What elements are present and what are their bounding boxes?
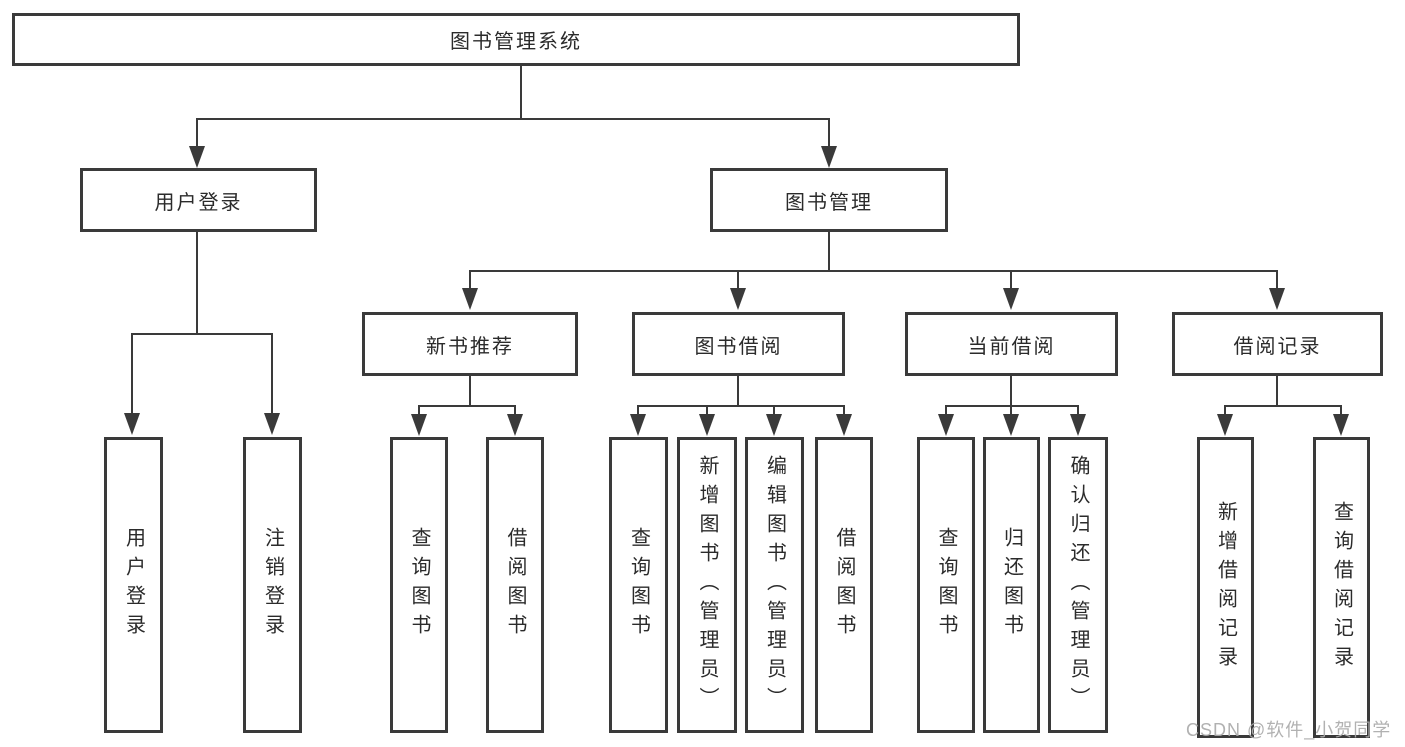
connector-line [1010,405,1012,416]
arrow-down [1217,414,1233,436]
connector-line [1224,405,1342,407]
arrow-down [730,288,746,310]
node-new-book-recommend-label: 新书推荐 [426,335,514,358]
leaf-query-books-current: 查询图书 [917,437,975,733]
connector-line [637,405,845,407]
arrow-down [1333,414,1349,436]
leaf-edit-books-admin: 编辑图书（管理员） [745,437,804,733]
leaf-edit-books-admin-label: 编辑图书（管理员） [763,454,786,716]
node-root-label: 图书管理系统 [450,31,582,53]
connector-line [1077,405,1079,416]
connector-line [1010,376,1012,407]
connector-line [514,405,516,416]
connector-line [737,376,739,407]
node-borrow-records: 借阅记录 [1172,312,1383,376]
connector-line [520,66,522,120]
arrow-down [630,414,646,436]
leaf-query-books-label: 查询图书 [408,527,430,643]
connector-line [706,405,708,416]
watermark: CSDN @软件_小贺同学 [1186,720,1392,740]
leaf-logout: 注销登录 [243,437,302,733]
connector-line [131,333,133,415]
node-user-login: 用户登录 [80,168,317,232]
leaf-add-borrow-record: 新增借阅记录 [1197,437,1254,738]
connector-line [637,405,639,416]
connector-line [945,405,947,416]
leaf-borrow-books-borrow: 借阅图书 [815,437,873,733]
connector-line [469,270,1278,272]
node-borrow-records-label: 借阅记录 [1233,335,1322,358]
connector-line [131,333,273,335]
leaf-add-books-admin: 新增图书（管理员） [677,437,737,733]
connector-line [418,405,420,416]
leaf-query-borrow-record-label: 查询借阅记录 [1330,500,1353,675]
arrow-down [938,414,954,436]
leaf-logout-label: 注销登录 [261,527,284,643]
connector-line [196,118,198,148]
arrow-down [821,146,837,168]
connector-line [828,118,830,148]
node-new-book-recommend: 新书推荐 [362,312,578,376]
connector-line [1276,270,1278,290]
connector-line [469,376,471,407]
arrow-down [411,414,427,436]
arrow-down [462,288,478,310]
connector-line [828,232,830,272]
leaf-user-login-label: 用户登录 [122,527,145,643]
connector-line [418,405,516,407]
connector-line [843,405,845,416]
connector-line [271,333,273,415]
arrow-down [1070,414,1086,436]
leaf-confirm-return-admin: 确认归还（管理员） [1048,437,1108,733]
node-user-login-label: 用户登录 [154,191,243,214]
leaf-add-books-admin-label: 新增图书（管理员） [696,454,718,716]
leaf-borrow-books-label: 借阅图书 [833,527,855,643]
arrow-down [507,414,523,436]
leaf-return-books: 归还图书 [983,437,1040,733]
leaf-confirm-return-admin-label: 确认归还（管理员） [1067,454,1089,716]
arrow-down [1003,288,1019,310]
connector-line [1276,376,1278,407]
connector-line [945,405,1079,407]
leaf-query-books-borrow: 查询图书 [609,437,668,733]
arrow-down [1003,414,1019,436]
leaf-query-books-label: 查询图书 [627,527,650,643]
connector-line [1010,270,1012,290]
arrow-down [264,413,280,435]
arrow-down [766,414,782,436]
leaf-borrow-books-label: 借阅图书 [504,527,526,643]
arrow-down [124,413,140,435]
connector-line [1340,405,1342,416]
arrow-down [1269,288,1285,310]
arrow-down [189,146,205,168]
node-current-borrow: 当前借阅 [905,312,1118,376]
node-book-borrow-label: 图书借阅 [694,335,783,358]
leaf-add-borrow-record-label: 新增借阅记录 [1214,500,1237,675]
arrow-down [836,414,852,436]
connector-line [773,405,775,416]
node-book-borrow: 图书借阅 [632,312,845,376]
leaf-user-login: 用户登录 [104,437,163,733]
leaf-query-books-newbook: 查询图书 [390,437,448,733]
node-book-management: 图书管理 [710,168,948,232]
node-root: 图书管理系统 [12,13,1020,66]
connector-line [737,270,739,290]
connector-line [469,270,471,290]
connector-line [196,118,830,120]
arrow-down [699,414,715,436]
leaf-query-books-label: 查询图书 [935,527,957,643]
connector-line [1224,405,1226,416]
connector-line [196,232,198,335]
node-current-borrow-label: 当前借阅 [967,335,1056,358]
leaf-return-books-label: 归还图书 [1000,527,1023,643]
leaf-query-borrow-record: 查询借阅记录 [1313,437,1370,738]
node-book-management-label: 图书管理 [785,191,873,214]
leaf-borrow-books-newbook: 借阅图书 [486,437,544,733]
